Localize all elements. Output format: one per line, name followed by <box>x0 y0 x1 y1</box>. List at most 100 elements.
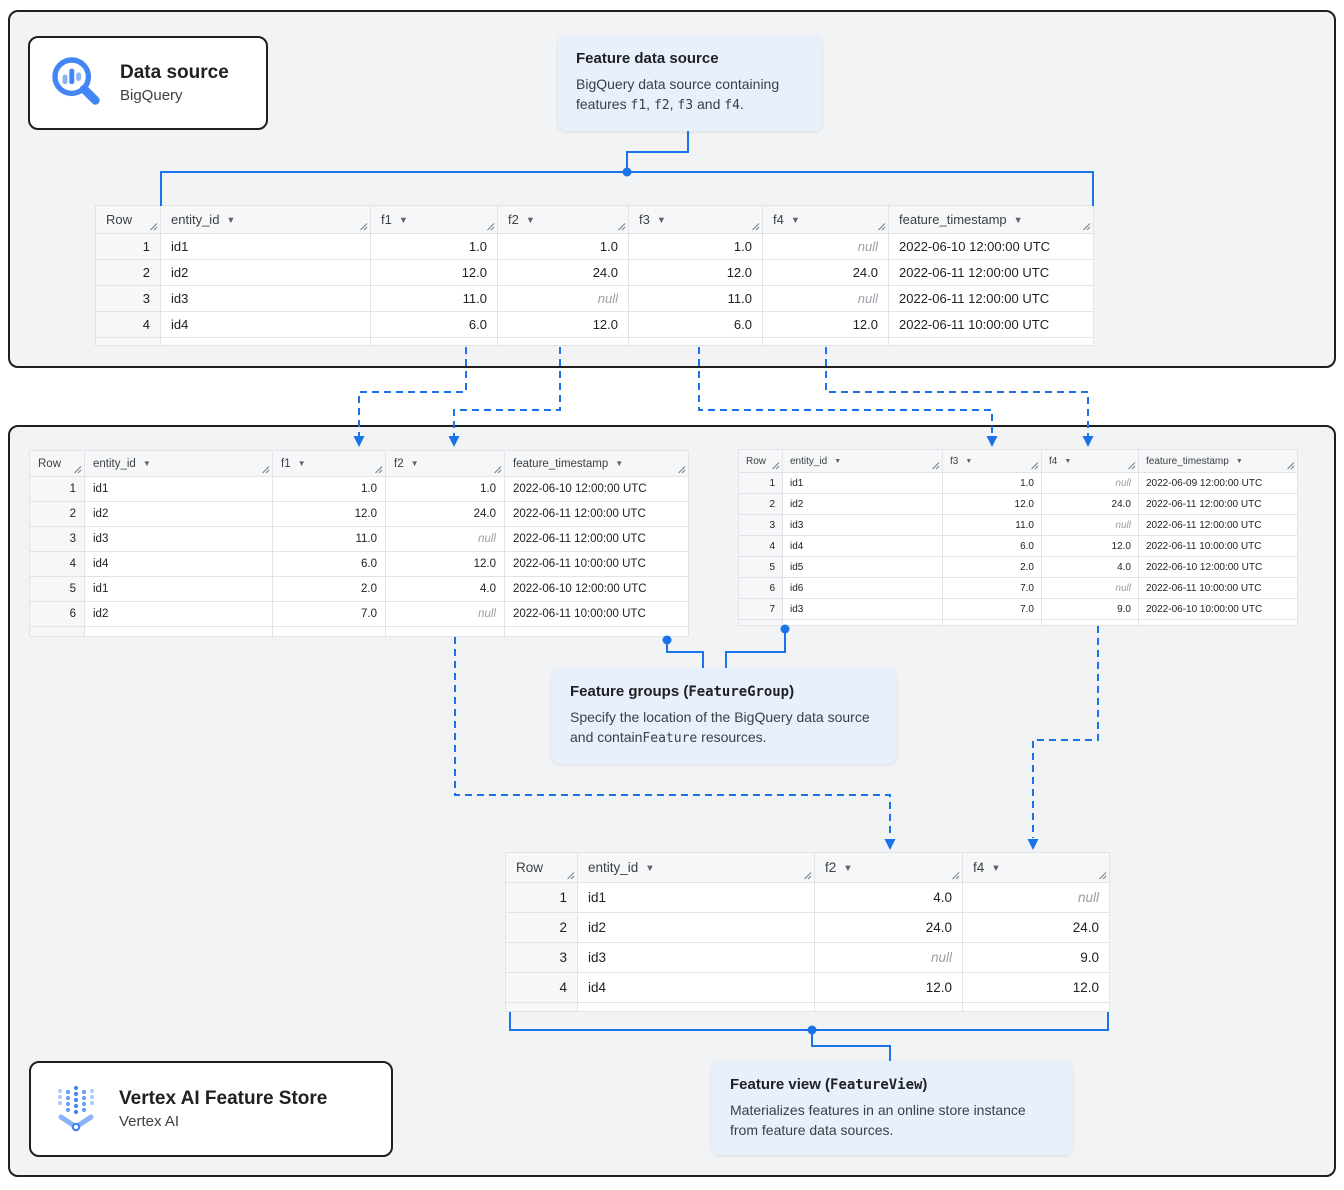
column-header-row[interactable]: Row <box>29 450 85 477</box>
table-cell-feature_timestamp: 2022-06-11 12:00:00 UTC <box>504 501 689 527</box>
column-dropdown-icon[interactable]: ▼ <box>790 215 800 225</box>
column-dropdown-icon[interactable]: ▼ <box>834 457 842 465</box>
column-header-f2[interactable]: f2▼ <box>497 205 629 234</box>
column-header-f3[interactable]: f3▼ <box>628 205 763 234</box>
column-header-f2[interactable]: f2 ▼ <box>385 450 505 477</box>
column-resize-handle-icon[interactable] <box>751 222 760 231</box>
partial-row <box>505 1002 1110 1012</box>
column-resize-handle-icon[interactable] <box>803 871 812 880</box>
column-header-row[interactable]: Row <box>738 449 783 473</box>
table-cell-f1: 1.0 <box>272 476 386 502</box>
column-resize-handle-icon[interactable] <box>951 871 960 880</box>
partial-row-cell <box>942 619 1042 626</box>
partial-row-cell <box>160 337 371 346</box>
column-header-feature_timestamp[interactable]: feature_timestamp▼ <box>1138 449 1298 473</box>
column-dropdown-icon[interactable]: ▼ <box>1235 457 1243 465</box>
table-cell-f1: 11.0 <box>370 285 498 312</box>
column-header-f1[interactable]: f1▼ <box>272 450 386 477</box>
table-cell-entity_id: id4 <box>160 311 371 338</box>
column-resize-handle-icon[interactable] <box>677 465 686 474</box>
column-resize-handle-icon[interactable] <box>149 222 158 231</box>
column-dropdown-icon[interactable]: ▼ <box>1013 215 1023 225</box>
feature-data-source-callout: Feature data source BigQuery data source… <box>558 35 822 131</box>
text-segment: , <box>646 96 654 113</box>
column-dropdown-icon[interactable]: ▼ <box>843 863 853 874</box>
column-header-row[interactable]: Row <box>95 205 161 234</box>
column-resize-handle-icon[interactable] <box>771 461 780 470</box>
column-header-entity_id[interactable]: entity_id▼ <box>782 449 943 473</box>
code-text: FeatureGroup <box>688 684 790 700</box>
column-header-entity_id[interactable]: entity_id▼ <box>577 852 815 883</box>
column-header-f2[interactable]: f2 ▼ <box>814 852 963 883</box>
table-cell-entity_id: id1 <box>782 472 943 494</box>
column-header-f3[interactable]: f3▼ <box>942 449 1042 473</box>
column-header-row[interactable]: Row <box>505 852 578 883</box>
partial-row-cell <box>628 337 763 346</box>
column-resize-handle-icon[interactable] <box>877 222 886 231</box>
column-resize-handle-icon[interactable] <box>1127 461 1136 470</box>
table-cell-f4: 9.0 <box>1041 598 1139 620</box>
column-resize-handle-icon[interactable] <box>617 222 626 231</box>
column-header-feature_timestamp[interactable]: feature_timestamp▼ <box>888 205 1094 234</box>
table-cell-entity_id: id2 <box>782 493 943 515</box>
table-cell-feature_timestamp: 2022-06-11 12:00:00 UTC <box>1138 493 1298 515</box>
column-header-entity_id[interactable]: entity_id▼ <box>84 450 273 477</box>
table-cell-feature_timestamp: 2022-06-11 10:00:00 UTC <box>1138 577 1298 599</box>
table-cell-f2: 4.0 <box>385 576 505 602</box>
column-dropdown-icon[interactable]: ▼ <box>656 215 666 225</box>
text-segment: ) <box>922 1076 928 1093</box>
column-resize-handle-icon[interactable] <box>1030 461 1039 470</box>
column-resize-handle-icon[interactable] <box>374 465 383 474</box>
table-cell-feature_timestamp: 2022-06-11 12:00:00 UTC <box>888 285 1094 312</box>
column-dropdown-icon[interactable]: ▼ <box>226 215 236 225</box>
table-cell-feature_timestamp: 2022-06-11 10:00:00 UTC <box>504 601 689 627</box>
column-header-f1[interactable]: f1▼ <box>370 205 498 234</box>
column-header-label: f2 <box>825 860 837 875</box>
column-dropdown-icon[interactable]: ▼ <box>991 863 1001 874</box>
column-resize-handle-icon[interactable] <box>261 465 270 474</box>
column-dropdown-icon[interactable]: ▼ <box>965 457 973 465</box>
column-header-f4[interactable]: f4▼ <box>1041 449 1139 473</box>
table-cell-f4: 9.0 <box>962 942 1110 973</box>
column-resize-handle-icon[interactable] <box>486 222 495 231</box>
column-header-label: f2 <box>394 457 404 470</box>
text-segment: BigQuery data source containing features <box>576 76 780 113</box>
table-cell-f3: 12.0 <box>942 493 1042 515</box>
column-resize-handle-icon[interactable] <box>359 222 368 231</box>
column-resize-handle-icon[interactable] <box>1082 222 1091 231</box>
column-dropdown-icon[interactable]: ▼ <box>615 458 624 468</box>
column-dropdown-icon[interactable]: ▼ <box>297 458 306 468</box>
column-dropdown-icon[interactable]: ▼ <box>142 458 151 468</box>
column-resize-handle-icon[interactable] <box>931 461 940 470</box>
column-resize-handle-icon[interactable] <box>493 465 502 474</box>
table-cell-feature_timestamp: 2022-06-11 10:00:00 UTC <box>1138 535 1298 557</box>
table-cell-entity_id: id1 <box>84 576 273 602</box>
table-cell-entity_id: id3 <box>577 942 815 973</box>
row-number-cell: 1 <box>29 476 85 502</box>
column-dropdown-icon[interactable]: ▼ <box>398 215 408 225</box>
column-dropdown-icon[interactable]: ▼ <box>525 215 535 225</box>
table-cell-feature_timestamp: 2022-06-10 12:00:00 UTC <box>1138 556 1298 578</box>
partial-row-cell <box>577 1002 815 1012</box>
column-header-f4[interactable]: f4▼ <box>762 205 889 234</box>
column-dropdown-icon[interactable]: ▼ <box>1064 457 1072 465</box>
column-resize-handle-icon[interactable] <box>73 465 82 474</box>
null-value: null <box>478 608 496 620</box>
column-header-entity_id[interactable]: entity_id▼ <box>160 205 371 234</box>
null-value: null <box>1115 519 1131 531</box>
column-header-f4[interactable]: f4 ▼ <box>962 852 1110 883</box>
column-resize-handle-icon[interactable] <box>1286 461 1295 470</box>
column-dropdown-icon[interactable]: ▼ <box>410 458 419 468</box>
column-dropdown-icon[interactable]: ▼ <box>645 863 655 874</box>
column-header-feature_timestamp[interactable]: feature_timestamp▼ <box>504 450 689 477</box>
row-number-cell: 2 <box>29 501 85 527</box>
column-header-label: f4 <box>973 860 985 875</box>
column-resize-handle-icon[interactable] <box>1098 871 1107 880</box>
column-resize-handle-icon[interactable] <box>566 871 575 880</box>
row-number-cell: 1 <box>505 882 578 913</box>
card-subtitle: BigQuery <box>120 86 183 104</box>
